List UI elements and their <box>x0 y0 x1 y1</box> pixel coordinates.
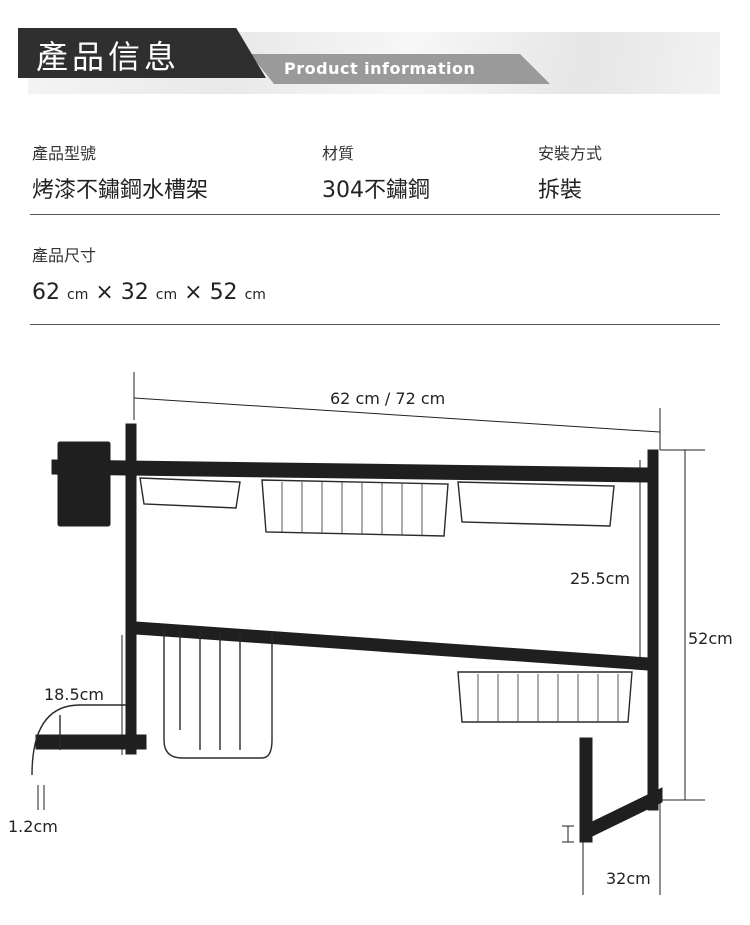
size-unit: cm <box>244 287 266 303</box>
size-value: 62 cm × 32 cm × 52 cm <box>32 280 266 305</box>
size-width: 62 <box>32 280 60 305</box>
rack-diagram: 62 cm / 72 cm 25.5cm 52cm 18.5cm 1.2cm 3… <box>8 372 733 895</box>
subtitle-block: Product information <box>250 54 550 84</box>
model-label: 產品型號 <box>32 144 97 163</box>
header-banner: Product information 產品信息 <box>18 28 720 96</box>
size-height: 52 <box>209 280 238 305</box>
dim-tier-gap: 25.5cm <box>570 569 630 588</box>
dim-foot: 1.2cm <box>8 817 58 836</box>
size-unit: cm <box>67 287 89 303</box>
dim-width: 62 cm / 72 cm <box>330 389 445 408</box>
divider <box>30 324 720 325</box>
dim-depth: 32cm <box>606 869 651 888</box>
install-value: 拆裝 <box>538 178 583 203</box>
size-sep: × <box>184 280 203 305</box>
page-title: 產品信息 <box>36 38 181 76</box>
divider <box>30 214 720 215</box>
dim-side-height: 18.5cm <box>44 685 104 704</box>
model-value: 烤漆不鏽鋼水槽架 <box>32 178 209 203</box>
size-sep: × <box>95 280 114 305</box>
install-label: 安裝方式 <box>538 144 603 163</box>
material-value: 304不鏽鋼 <box>322 178 430 203</box>
subtitle: Product information <box>284 59 476 78</box>
material-label: 材質 <box>322 144 355 163</box>
size-depth: 32 <box>120 280 149 305</box>
size-label: 產品尺寸 <box>32 246 97 265</box>
size-unit: cm <box>155 287 178 303</box>
title-block: 產品信息 <box>18 28 266 78</box>
dim-height: 52cm <box>688 629 733 648</box>
